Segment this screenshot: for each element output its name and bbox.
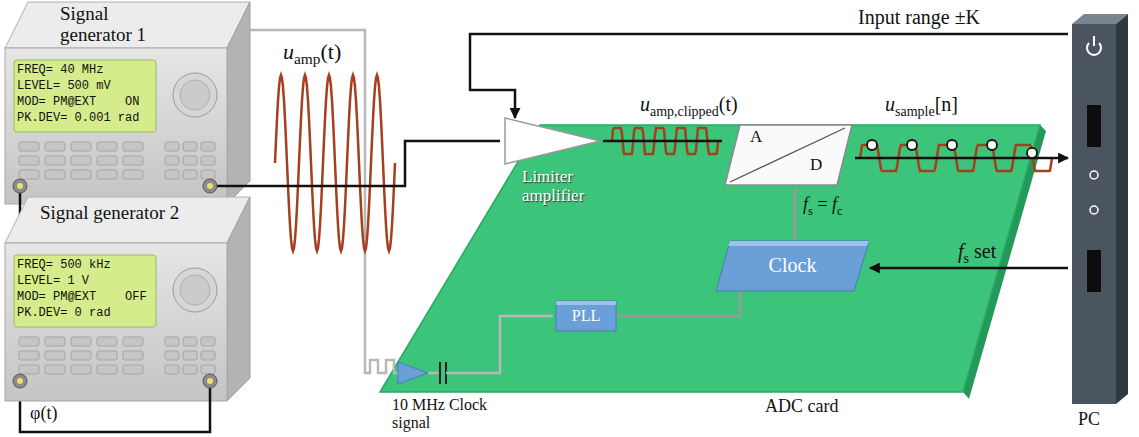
signal-generator: Signal generator 1 FREQ= 40 MHzLEVEL= 500… — [5, 0, 250, 205]
signal-label: fs set — [958, 240, 996, 266]
display-line: FREQ= 500 kHz — [17, 259, 153, 272]
signal-connector — [870, 267, 1068, 270]
signal-name: uamp,clipped(t) — [640, 93, 738, 119]
symbol-letter: u — [640, 93, 650, 115]
signal-name: 10 MHz Clock signal — [392, 396, 492, 431]
sample-point — [907, 140, 917, 150]
device-label: Signal generator 2 — [40, 203, 240, 224]
symbol-letter: f — [958, 240, 964, 262]
symbol-letter: f — [803, 194, 808, 214]
adc-letter: D — [810, 156, 830, 175]
symbol-subscript: sample — [895, 104, 935, 119]
symbol-subscript: amp,clipped — [650, 104, 719, 119]
display-line: FREQ= 40 MHz — [17, 64, 153, 77]
capacitor-symbol — [439, 362, 441, 384]
sine-waveform — [275, 75, 395, 251]
limiter-amplifier: Limiter amplifier — [500, 118, 603, 206]
sample-point — [1027, 148, 1037, 158]
signal-label: Input range ±K — [858, 6, 980, 28]
component-label: PLL — [572, 307, 600, 325]
text-space — [828, 194, 833, 214]
symbol-subscript: s — [808, 204, 813, 218]
text-part: = — [817, 194, 827, 214]
device-label: PC — [1078, 410, 1128, 430]
computer-tower — [1068, 10, 1134, 435]
device-label: Signal generator 1 — [60, 4, 185, 46]
text-space — [969, 240, 974, 262]
symbol-subscript: amp — [294, 50, 321, 67]
text-space — [813, 194, 818, 214]
display-line: LEVEL= 1 V — [17, 275, 153, 288]
sample-point — [867, 140, 877, 150]
signal-connector — [250, 141, 500, 186]
component-label: Limiter amplifier — [522, 168, 602, 205]
signal-label: fs = fc — [803, 195, 843, 218]
symbol-letter: u — [283, 39, 294, 64]
signal-connector — [470, 34, 1068, 118]
clock-wire — [428, 372, 440, 375]
signal-label: φ(t) — [30, 404, 57, 424]
symbol-letter: f — [832, 194, 837, 214]
signal-name: usample[n] — [885, 93, 958, 119]
symbol-rest: (t) — [321, 39, 342, 64]
sample-point — [987, 140, 997, 150]
signal-connector — [794, 188, 797, 240]
display-line: MOD= PM@EXT ON — [17, 96, 153, 109]
board-label: ADC card — [765, 397, 885, 417]
adc-converter: AD — [722, 122, 855, 188]
display-line: MOD= PM@EXT OFF — [17, 291, 153, 304]
display-line: LEVEL= 500 mV — [17, 80, 153, 93]
symbol-subscript: s — [964, 251, 969, 266]
text-part: set — [974, 240, 996, 262]
symbol-rest: (t) — [719, 93, 738, 115]
adc-symbol — [722, 122, 855, 188]
pc-tower: PC — [1068, 10, 1134, 435]
display-line: PK.DEV= 0 rad — [17, 307, 153, 320]
adc-card: ADC cardLimiter amplifierADPLLClock — [375, 122, 1047, 420]
adc-letter: A — [750, 128, 770, 147]
signal-generator: Signal generator 2 FREQ= 500 kHzLEVEL= 1 … — [5, 195, 250, 402]
component-label: Clock — [769, 254, 817, 276]
symbol-letter: u — [885, 93, 895, 115]
signal-connector — [603, 140, 722, 143]
sample-point — [947, 140, 957, 150]
display-line: PK.DEV= 0.001 rad — [17, 112, 153, 125]
circuit-board — [375, 122, 1047, 420]
symbol-rest: [n] — [935, 93, 958, 115]
pll-block: PLL — [555, 300, 617, 332]
signal-name: uamp(t) — [283, 40, 341, 68]
clock-wire — [250, 30, 398, 373]
clock-block: Clock — [715, 240, 870, 292]
symbol-subscript: c — [837, 204, 843, 218]
